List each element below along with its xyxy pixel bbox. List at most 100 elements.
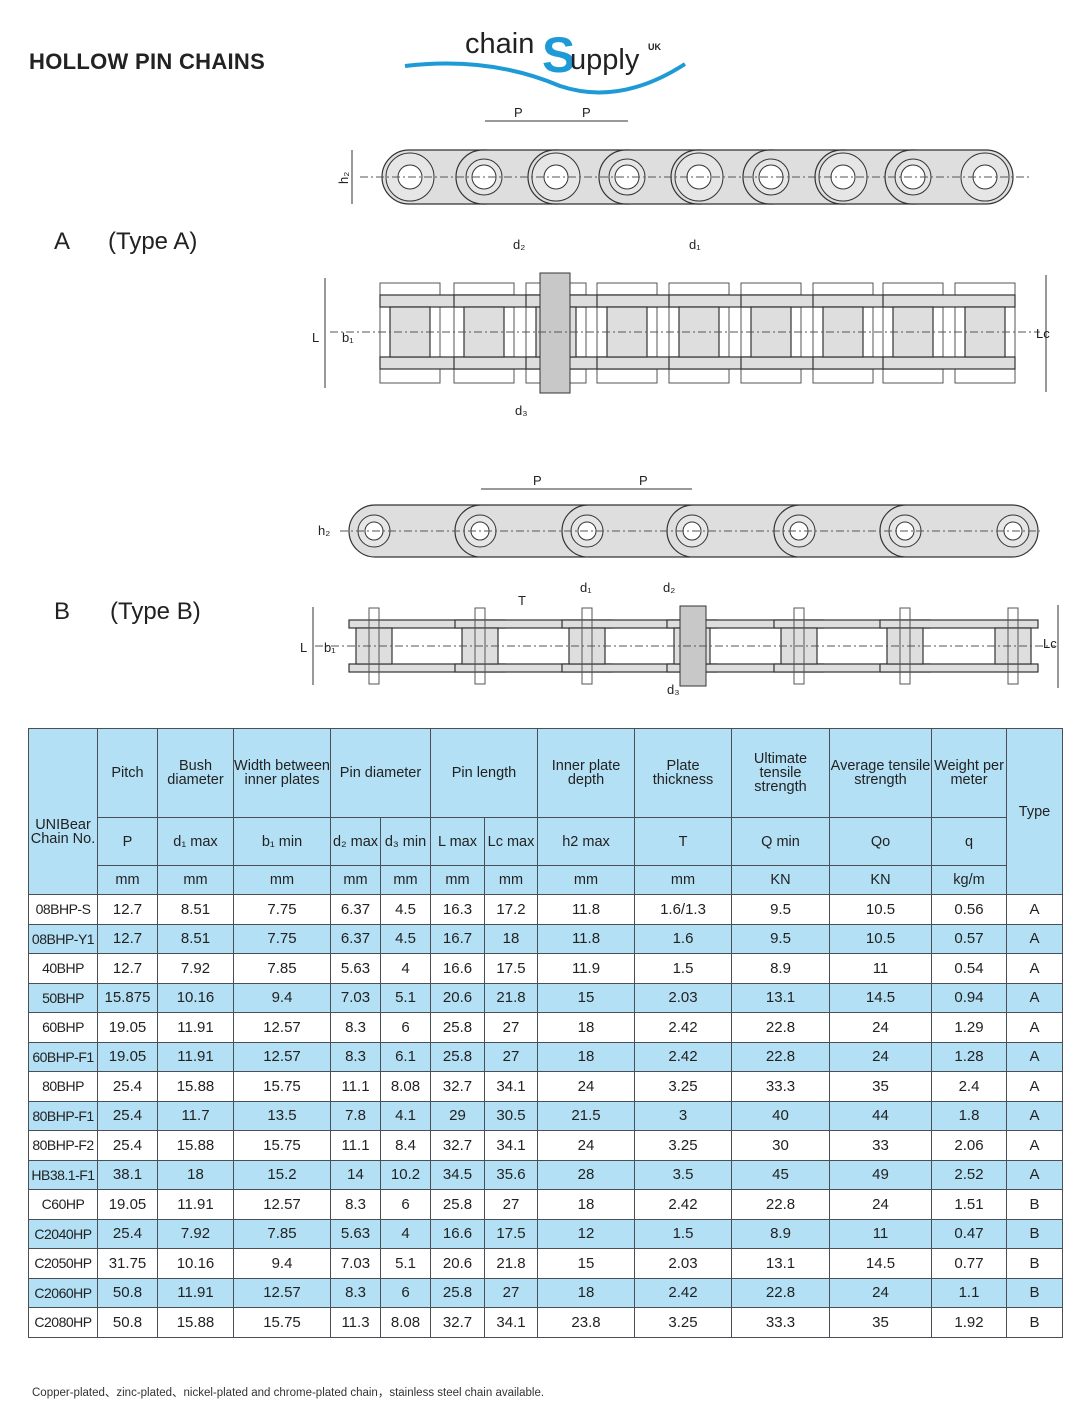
table-cell: 8.3 — [330, 1277, 381, 1308]
dim-label-d3: d₃ — [667, 682, 680, 697]
table-cell: 1.8 — [931, 1100, 1007, 1131]
table-cell: B — [1006, 1307, 1063, 1338]
table-cell: 11.1 — [330, 1071, 381, 1102]
type-a-letter: A — [54, 228, 71, 255]
table-cell: 0.77 — [931, 1248, 1007, 1279]
table-cell: 7.03 — [330, 982, 381, 1013]
header-symbol: h2 max — [537, 817, 635, 866]
logo-uk: UK — [648, 42, 661, 52]
table-cell: 1.1 — [931, 1277, 1007, 1308]
table-cell: 15.88 — [157, 1130, 234, 1161]
table-cell: 1.51 — [931, 1189, 1007, 1220]
chain-number-cell: C2060HP — [28, 1277, 98, 1308]
header-inner-plate-depth: Inner plate depth — [537, 728, 635, 818]
chain-number-cell: C2050HP — [28, 1248, 98, 1279]
table-cell: 13.1 — [731, 982, 830, 1013]
table-cell: 11.91 — [157, 1012, 234, 1043]
dim-label-p: P — [533, 473, 542, 488]
table-cell: 11.9 — [537, 953, 635, 984]
table-cell: 34.1 — [484, 1130, 538, 1161]
table-cell: A — [1006, 1041, 1063, 1072]
table-cell: 2.52 — [931, 1159, 1007, 1190]
table-cell: 25.4 — [97, 1218, 158, 1249]
table-cell: 4 — [380, 953, 431, 984]
table-cell: 15.75 — [233, 1307, 331, 1338]
table-cell: 2.42 — [634, 1012, 732, 1043]
header-symbol: d₃ min — [380, 817, 431, 866]
table-cell: 1.92 — [931, 1307, 1007, 1338]
table-cell: 7.85 — [233, 953, 331, 984]
table-cell: 11.3 — [330, 1307, 381, 1338]
table-cell: 23.8 — [537, 1307, 635, 1338]
header-unit: mm — [233, 865, 331, 895]
table-cell: 13.1 — [731, 1248, 830, 1279]
table-cell: A — [1006, 1100, 1063, 1131]
table-cell: 5.1 — [380, 982, 431, 1013]
table-cell: 11 — [829, 953, 932, 984]
dim-label-lc: Lc — [1043, 636, 1057, 651]
table-cell: 12.7 — [97, 923, 158, 954]
table-cell: 27 — [484, 1012, 538, 1043]
header-symbol: q — [931, 817, 1007, 866]
table-cell: 50.8 — [97, 1307, 158, 1338]
table-cell: 33.3 — [731, 1307, 830, 1338]
header-symbol: Lc max — [484, 817, 538, 866]
table-cell: 45 — [731, 1159, 830, 1190]
table-cell: 5.1 — [380, 1248, 431, 1279]
table-cell: 25.8 — [430, 1041, 485, 1072]
table-cell: 4.5 — [380, 894, 431, 925]
table-cell: B — [1006, 1218, 1063, 1249]
dim-label-h2: h₂ — [318, 523, 330, 538]
header-unit: mm — [634, 865, 732, 895]
header-unit: kg/m — [931, 865, 1007, 895]
outer-plate — [879, 663, 1039, 673]
table-cell: 9.4 — [233, 1248, 331, 1279]
table-cell: 22.8 — [731, 1012, 830, 1043]
table-cell: 6 — [380, 1189, 431, 1220]
table-cell: 18 — [484, 923, 538, 954]
table-cell: 17.5 — [484, 953, 538, 984]
table-cell: 35 — [829, 1071, 932, 1102]
table-cell: 11.91 — [157, 1277, 234, 1308]
header-width-inner: Width between inner plates — [233, 728, 331, 818]
table-cell: 12.57 — [233, 1189, 331, 1220]
dim-label-lc: Lc — [1036, 326, 1050, 341]
table-cell: 1.5 — [634, 953, 732, 984]
table-cell: 22.8 — [731, 1189, 830, 1220]
chain-number-cell: 08BHP-S — [28, 894, 98, 925]
dim-label-p: P — [639, 473, 648, 488]
table-cell: 10.16 — [157, 1248, 234, 1279]
header-pin-diameter: Pin diameter — [330, 728, 431, 818]
table-cell: 21.8 — [484, 1248, 538, 1279]
table-cell: 9.5 — [731, 894, 830, 925]
header-unit: mm — [97, 865, 158, 895]
table-cell: 11.1 — [330, 1130, 381, 1161]
table-cell: 6.1 — [380, 1041, 431, 1072]
table-cell: 6 — [380, 1277, 431, 1308]
logo-letter-s: S — [542, 27, 576, 83]
table-cell: 35.6 — [484, 1159, 538, 1190]
table-cell: 25.4 — [97, 1100, 158, 1131]
table-cell: 2.4 — [931, 1071, 1007, 1102]
table-cell: 11.7 — [157, 1100, 234, 1131]
pin — [740, 282, 802, 384]
table-cell: 3 — [634, 1100, 732, 1131]
table-cell: 12.57 — [233, 1041, 331, 1072]
dim-label-d3: d₃ — [515, 403, 528, 418]
dim-label-l: L — [312, 330, 319, 345]
table-cell: 2.42 — [634, 1041, 732, 1072]
header-unit: mm — [380, 865, 431, 895]
chain-number-cell: 60BHP-F1 — [28, 1041, 98, 1072]
table-cell: 10.2 — [380, 1159, 431, 1190]
table-cell: 27 — [484, 1041, 538, 1072]
table-cell: A — [1006, 1071, 1063, 1102]
table-cell: 24 — [829, 1189, 932, 1220]
table-cell: 30.5 — [484, 1100, 538, 1131]
header-ultimate-strength: Ultimate tensile strength — [731, 728, 830, 818]
table-cell: 38.1 — [97, 1159, 158, 1190]
table-cell: 24 — [829, 1277, 932, 1308]
